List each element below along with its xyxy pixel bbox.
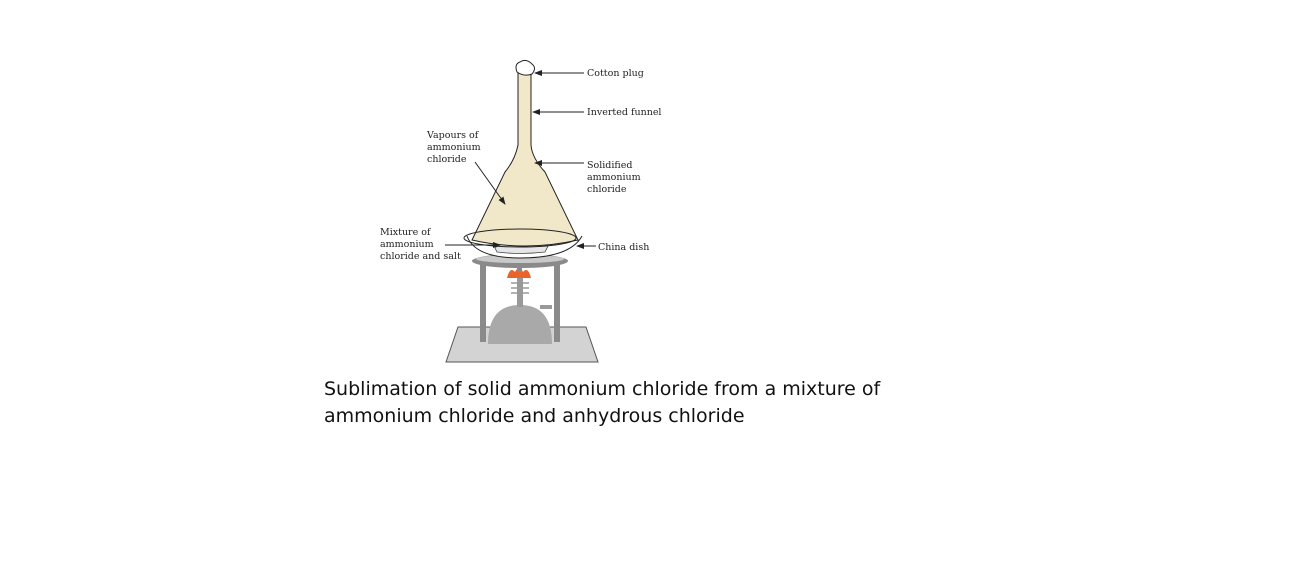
burner (488, 305, 552, 344)
label-mixture-2: ammonium (380, 239, 434, 250)
caption-line-1: Sublimation of solid ammonium chloride f… (324, 378, 881, 400)
label-solidified-3: chloride (587, 184, 627, 195)
label-vapours-1: Vapours of (426, 130, 480, 141)
figure-caption: Sublimation of solid ammonium chloride f… (324, 376, 924, 430)
label-vapours-2: ammonium (427, 142, 481, 153)
inverted-funnel (471, 69, 579, 247)
cotton-plug (515, 59, 535, 76)
label-solidified-2: ammonium (587, 172, 641, 183)
label-mixture-3: chloride and salt (380, 251, 461, 262)
caption-line-2: ammonium chloride and anhydrous chloride (324, 405, 745, 427)
label-mixture-1: Mixture of (380, 227, 432, 238)
label-china-dish: China dish (598, 242, 649, 253)
label-cotton-plug: Cotton plug (587, 68, 644, 79)
label-solidified-1: Solidified (587, 160, 632, 171)
burner-fins (511, 282, 529, 294)
label-inverted-funnel: Inverted funnel (587, 107, 661, 118)
flame-icon (507, 268, 531, 278)
label-vapours-3: chloride (427, 154, 467, 165)
